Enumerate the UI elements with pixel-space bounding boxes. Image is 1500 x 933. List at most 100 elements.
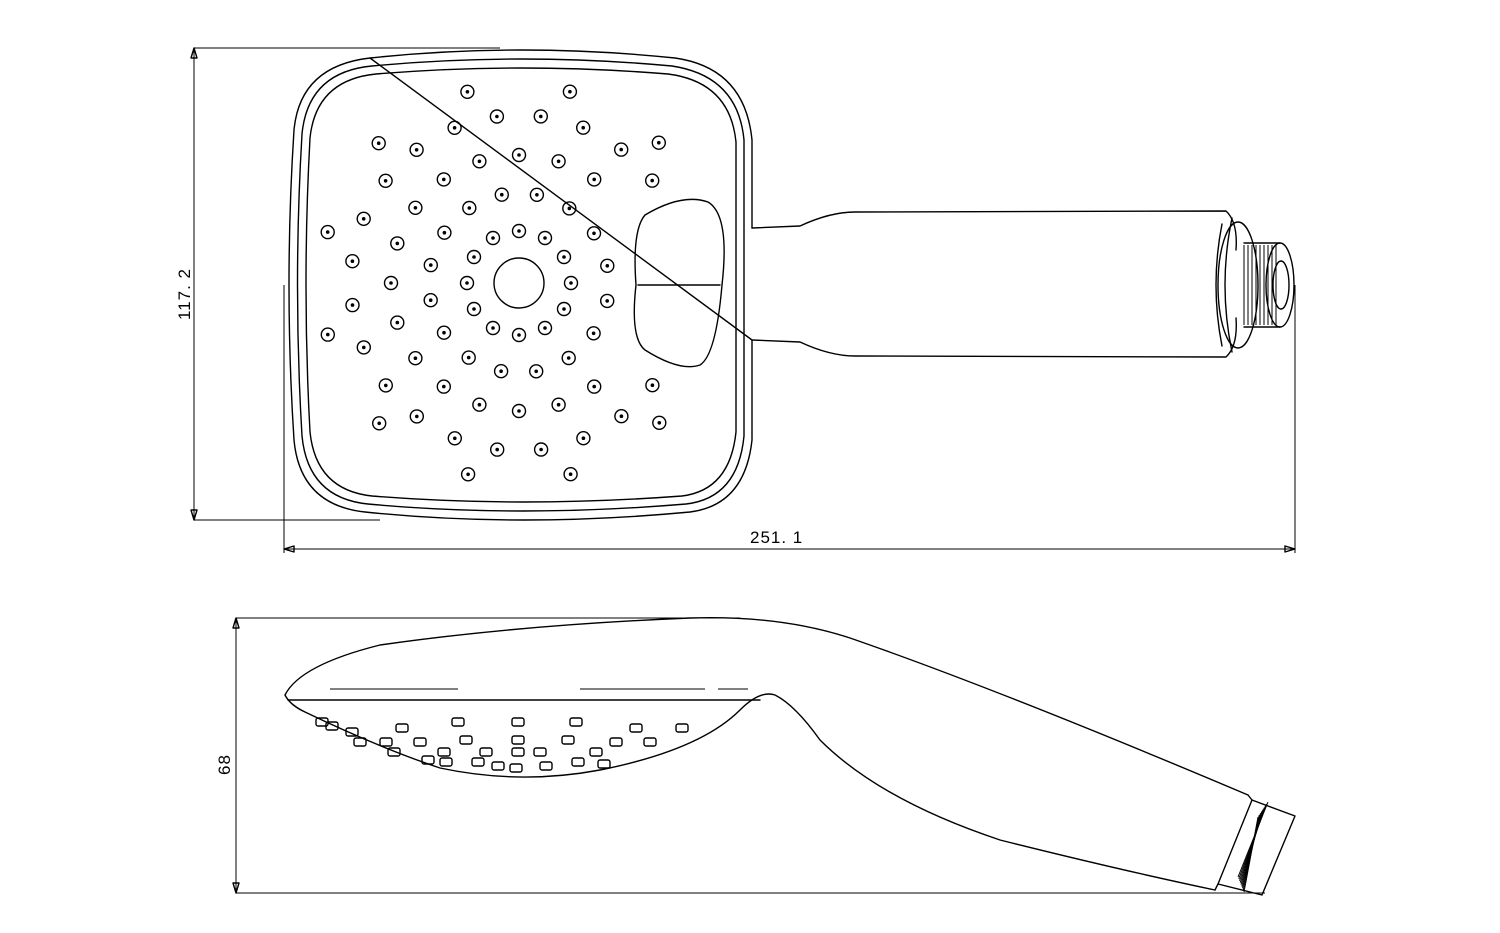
- nozzle: [490, 442, 505, 457]
- nozzle: [556, 301, 572, 317]
- side-nozzle: [571, 757, 585, 767]
- side-nozzle: [451, 717, 465, 727]
- nozzle-hole: [562, 255, 566, 259]
- side-nozzle: [345, 727, 359, 737]
- nozzle-field: [320, 84, 667, 482]
- side-nozzle: [511, 747, 525, 757]
- nozzle: [587, 379, 602, 394]
- nozzle: [563, 275, 579, 291]
- nozzle-hole: [566, 356, 571, 360]
- nozzle-hole: [325, 230, 330, 234]
- thread-outline: [1217, 799, 1296, 896]
- side-nozzle: [421, 755, 435, 765]
- nozzle-hole: [429, 263, 433, 267]
- nozzle: [614, 142, 629, 157]
- shower-head-outline: [288, 49, 753, 521]
- side-nozzle: [509, 763, 523, 773]
- nozzle: [551, 154, 566, 169]
- nozzle-hole: [517, 409, 521, 413]
- nozzle-hole: [491, 326, 495, 330]
- side-nozzle: [479, 747, 493, 757]
- nozzle-hole: [650, 383, 655, 388]
- nozzle: [645, 173, 660, 188]
- dimension-height: 117. 2: [175, 47, 500, 521]
- thread-ridge: [1243, 816, 1259, 893]
- nozzle-hole: [657, 140, 661, 145]
- nozzle: [511, 223, 527, 239]
- nozzle-hole: [414, 148, 419, 152]
- nozzle: [556, 249, 572, 265]
- nozzle: [586, 226, 602, 241]
- nozzle: [356, 340, 371, 355]
- nozzle-hole: [568, 89, 572, 94]
- dimension-depth: 68: [215, 617, 1265, 894]
- nozzle: [537, 320, 553, 336]
- nozzle-hole: [619, 147, 623, 152]
- nozzle: [472, 397, 487, 412]
- nozzle-hole: [650, 178, 654, 183]
- nozzle: [652, 415, 667, 430]
- nozzle-hole: [543, 236, 547, 240]
- nozzle: [489, 109, 505, 124]
- nozzle-hole: [442, 384, 446, 389]
- side-nozzle: [387, 747, 401, 757]
- handle-end-collar: [1215, 217, 1233, 353]
- nozzle: [563, 467, 578, 482]
- nozzle-hole: [395, 320, 400, 325]
- side-nozzle: [629, 723, 643, 733]
- nozzle: [436, 325, 452, 340]
- nozzle-hole: [442, 177, 446, 182]
- nozzle: [371, 135, 386, 151]
- nozzle-hole: [517, 153, 521, 157]
- nozzle: [320, 327, 335, 342]
- nozzle: [529, 187, 545, 203]
- nozzle-hole: [569, 281, 573, 285]
- thread-outer-ring: [1265, 242, 1295, 328]
- nozzle-hole: [605, 264, 610, 268]
- nozzle-hole: [361, 217, 366, 221]
- nozzle: [460, 84, 475, 100]
- nozzle: [600, 258, 615, 273]
- nozzle: [651, 135, 666, 150]
- shower-head-inner-rim: [296, 58, 745, 512]
- nozzle-hole: [472, 307, 476, 311]
- side-view: [284, 616, 1296, 896]
- nozzle: [409, 409, 424, 424]
- nozzle: [485, 320, 501, 336]
- nozzle: [461, 350, 476, 365]
- nozzle-hole: [567, 206, 572, 211]
- nozzle: [436, 172, 451, 187]
- mode-switch-button[interactable]: [633, 198, 725, 368]
- nozzle-hole: [362, 345, 366, 350]
- nozzle: [436, 379, 451, 394]
- nozzle: [447, 431, 462, 446]
- nozzle: [423, 293, 438, 308]
- nozzle-hole: [535, 193, 539, 197]
- nozzle: [423, 257, 438, 273]
- side-nozzle: [597, 759, 611, 769]
- nozzle-hole: [568, 472, 573, 477]
- nozzle-hole: [562, 307, 566, 311]
- nozzle-hole: [477, 159, 482, 164]
- center-disc: [493, 257, 545, 309]
- side-nozzle: [325, 721, 339, 731]
- nozzle-hole: [534, 369, 538, 374]
- nozzle-hole: [350, 303, 355, 307]
- nozzle: [494, 187, 509, 202]
- side-body-outline: [284, 616, 1249, 891]
- nozzle-hole: [413, 206, 418, 210]
- nozzle: [345, 254, 360, 269]
- nozzle: [466, 249, 482, 265]
- nozzle-hole: [543, 326, 547, 330]
- nozzle-hole: [383, 179, 388, 183]
- nozzle-hole: [539, 114, 543, 119]
- side-nozzle: [471, 757, 485, 767]
- nozzle: [378, 173, 393, 189]
- nozzle-hole: [592, 177, 596, 182]
- side-nozzle: [511, 735, 525, 745]
- side-nozzle: [675, 723, 689, 733]
- nozzle: [466, 301, 482, 317]
- nozzle-hole: [605, 299, 609, 303]
- nozzle-hole: [453, 436, 457, 441]
